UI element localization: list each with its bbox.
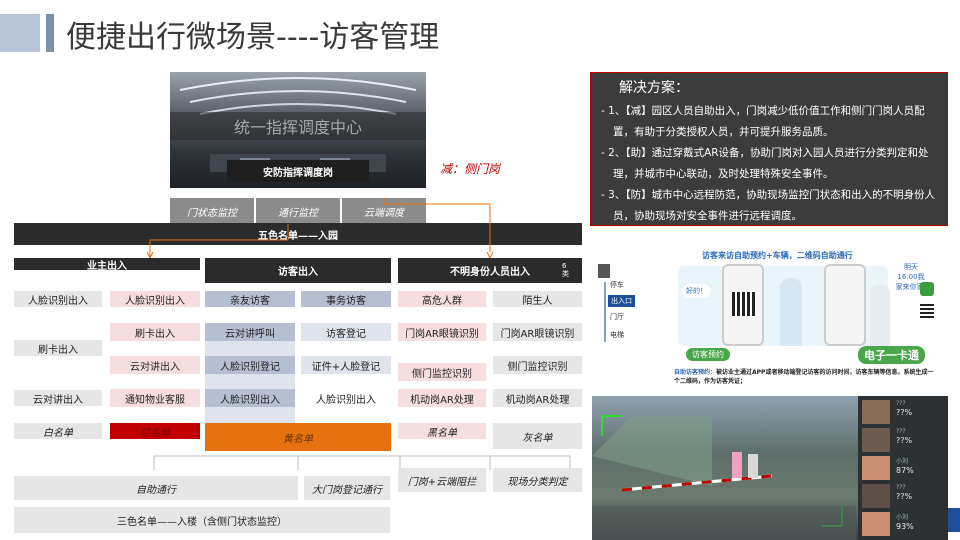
- owner2-intercom-in: 云对讲出入: [110, 356, 200, 374]
- col-owner-header: 业主出入: [14, 258, 200, 270]
- visitor-id-face-register: 证件+人脸登记: [301, 356, 391, 374]
- mobile-ar-handle: 机动岗AR处理: [398, 389, 486, 407]
- black-list: 黑名单: [398, 423, 486, 439]
- app-description-lead: 自助访客预约：: [674, 369, 716, 376]
- app-description: 自助访客预约：被访业主通过APP或者移动端登记访客的访问时间，访客车辆等信息，系…: [674, 368, 934, 386]
- wechat-icon: [920, 282, 934, 296]
- app-headline: 访客来访自助预约+车辆，二维码自助通行: [702, 250, 853, 261]
- person-visitor-icon: [780, 278, 802, 346]
- person-owner-icon: [870, 284, 890, 346]
- visitor-friends: 亲友访客: [205, 291, 295, 307]
- floor-parking: 停车: [610, 280, 624, 290]
- face-name-3: 小刘: [896, 456, 908, 465]
- visitor-b-face-in: 人脸识别出入: [301, 389, 391, 407]
- owner-intercom-in: 云对讲出入: [14, 390, 102, 406]
- solution-panel: 解决方案： - 1、【减】园区人员自助出入，门岗减少低价值工作和侧门门岗人员配置…: [590, 72, 948, 226]
- corner-accent: [948, 508, 960, 532]
- label-e-card: 电子一卡通: [858, 346, 925, 364]
- self-service-pass: 自助通行: [14, 476, 298, 500]
- face-score-3: 87%: [896, 466, 914, 475]
- main-gate-register-pass: 大门岗登记通行: [304, 476, 390, 500]
- visitor-intercom-call: 云对讲呼叫: [205, 323, 295, 341]
- gate-ar-recognition-2: 门岗AR眼镜识别: [493, 323, 582, 341]
- greeting-bubble: 好的！: [682, 284, 711, 298]
- visitor-register: 访客登记: [301, 323, 391, 341]
- camera-recognition-screen: ??% ??? ??% ??? 87% 小刘 ??% ??? 93% 小刘: [592, 396, 948, 540]
- face-thumb-5: [862, 512, 890, 536]
- stranger: 陌生人: [493, 291, 582, 307]
- phone-right: [824, 264, 866, 346]
- solution-item-2: - 2、【助】通过穿戴式AR设备，协助门岗对入园人员进行分类判定和处理，并城市中…: [597, 143, 939, 185]
- label-visit-reservation: 访客预约: [686, 348, 730, 361]
- face-name-2: ???: [896, 428, 906, 435]
- gray-list: 灰名单: [493, 423, 582, 449]
- face-name-1: ???: [896, 400, 906, 407]
- gate-cloud-block: 门岗+云端阻拦: [398, 468, 486, 492]
- solution-heading: 解决方案：: [619, 77, 939, 97]
- high-risk-group: 高危人群: [398, 291, 486, 307]
- visitor-a-fill3: [205, 407, 295, 423]
- gate-ar-recognition: 门岗AR眼镜识别: [398, 323, 486, 341]
- unknown-badge: 6类: [562, 262, 572, 278]
- field-classification: 现场分类判定: [493, 468, 582, 492]
- solution-item-3: - 3、【防】城市中心远程防范，协助现场监控门状态和出入的不明身份人员，协助现场…: [597, 185, 939, 227]
- visitor-face-in: 人脸识别出入: [205, 389, 295, 407]
- qr-small-icon: [920, 304, 934, 318]
- owner-card-in: 刷卡出入: [14, 340, 102, 356]
- visitor-business: 事务访客: [301, 291, 391, 307]
- face-score-2: ??%: [896, 436, 912, 445]
- face-list-panel: ??% ??? ??% ??? 87% 小刘 ??% ??? 93% 小刘: [858, 396, 948, 540]
- side-door-monitor-recognition-2: 侧门监控识别: [493, 356, 582, 374]
- face-score-1: ??%: [896, 408, 912, 417]
- face-thumb-2: [862, 428, 890, 452]
- face-name-4: ???: [896, 484, 906, 491]
- face-thumb-4: [862, 484, 890, 508]
- face-score-4: ??%: [896, 492, 912, 501]
- floor-line: [604, 282, 606, 342]
- building-icon: [598, 264, 610, 278]
- floor-elevator: 电梯: [610, 330, 624, 340]
- notify-property-service: 通知物业客服: [110, 389, 200, 407]
- solution-item-3-text: 3、【防】城市中心远程防范，协助现场监控门状态和出入的不明身份人员，协助现场对安…: [608, 189, 935, 222]
- owner2-face-in: 人脸识别出入: [110, 291, 200, 307]
- solution-item-2-text: 2、【助】通过穿戴式AR设备，协助门岗对入园人员进行分类判定和处理，并城市中心联…: [608, 147, 928, 180]
- mobile-ar-handle-2: 机动岗AR处理: [493, 389, 582, 407]
- floor-lobby: 门厅: [610, 312, 624, 322]
- owner-face-in: 人脸识别出入: [14, 291, 102, 307]
- face-thumb-3: [862, 456, 890, 480]
- side-door-monitor-recognition: 侧门监控识别: [398, 363, 486, 381]
- white-list: 白名单: [14, 423, 102, 439]
- col-unknown-header: 不明身份人员出入: [398, 258, 582, 283]
- app-visit-panel: 访客来访自助预约+车辆，二维码自助通行 停车 出入口 门厅 电梯 好的！ 明天1…: [594, 244, 948, 390]
- visitor-a-fill: [205, 341, 295, 356]
- face-thumb-1: [862, 400, 890, 424]
- yellow-list: 黄名单: [205, 423, 391, 451]
- gate-scene-graphic: [592, 396, 856, 540]
- red-list: 红名单: [110, 423, 200, 439]
- three-color-list-bar: 三色名单——入楼（含侧门状态监控）: [14, 507, 390, 533]
- solution-item-1: - 1、【减】园区人员自助出入，门岗减少低价值工作和侧门门岗人员配置，有助于分类…: [597, 101, 939, 143]
- visitor-a-fill2: [205, 374, 295, 389]
- visitor-face-register: 人脸识别登记: [205, 356, 295, 374]
- phone-left: [722, 264, 764, 346]
- solution-item-1-text: 1、【减】园区人员自助出入，门岗减少低价值工作和侧门门岗人员配置，有助于分类授权…: [608, 105, 924, 138]
- face-name-5: 小刘: [896, 512, 908, 521]
- floor-entrance: 出入口: [608, 295, 635, 307]
- col-visitor-header: 访客出入: [205, 258, 391, 283]
- owner2-card-in: 刷卡出入: [110, 323, 200, 341]
- qr-code-icon: [732, 292, 756, 316]
- face-score-5: 93%: [896, 522, 914, 531]
